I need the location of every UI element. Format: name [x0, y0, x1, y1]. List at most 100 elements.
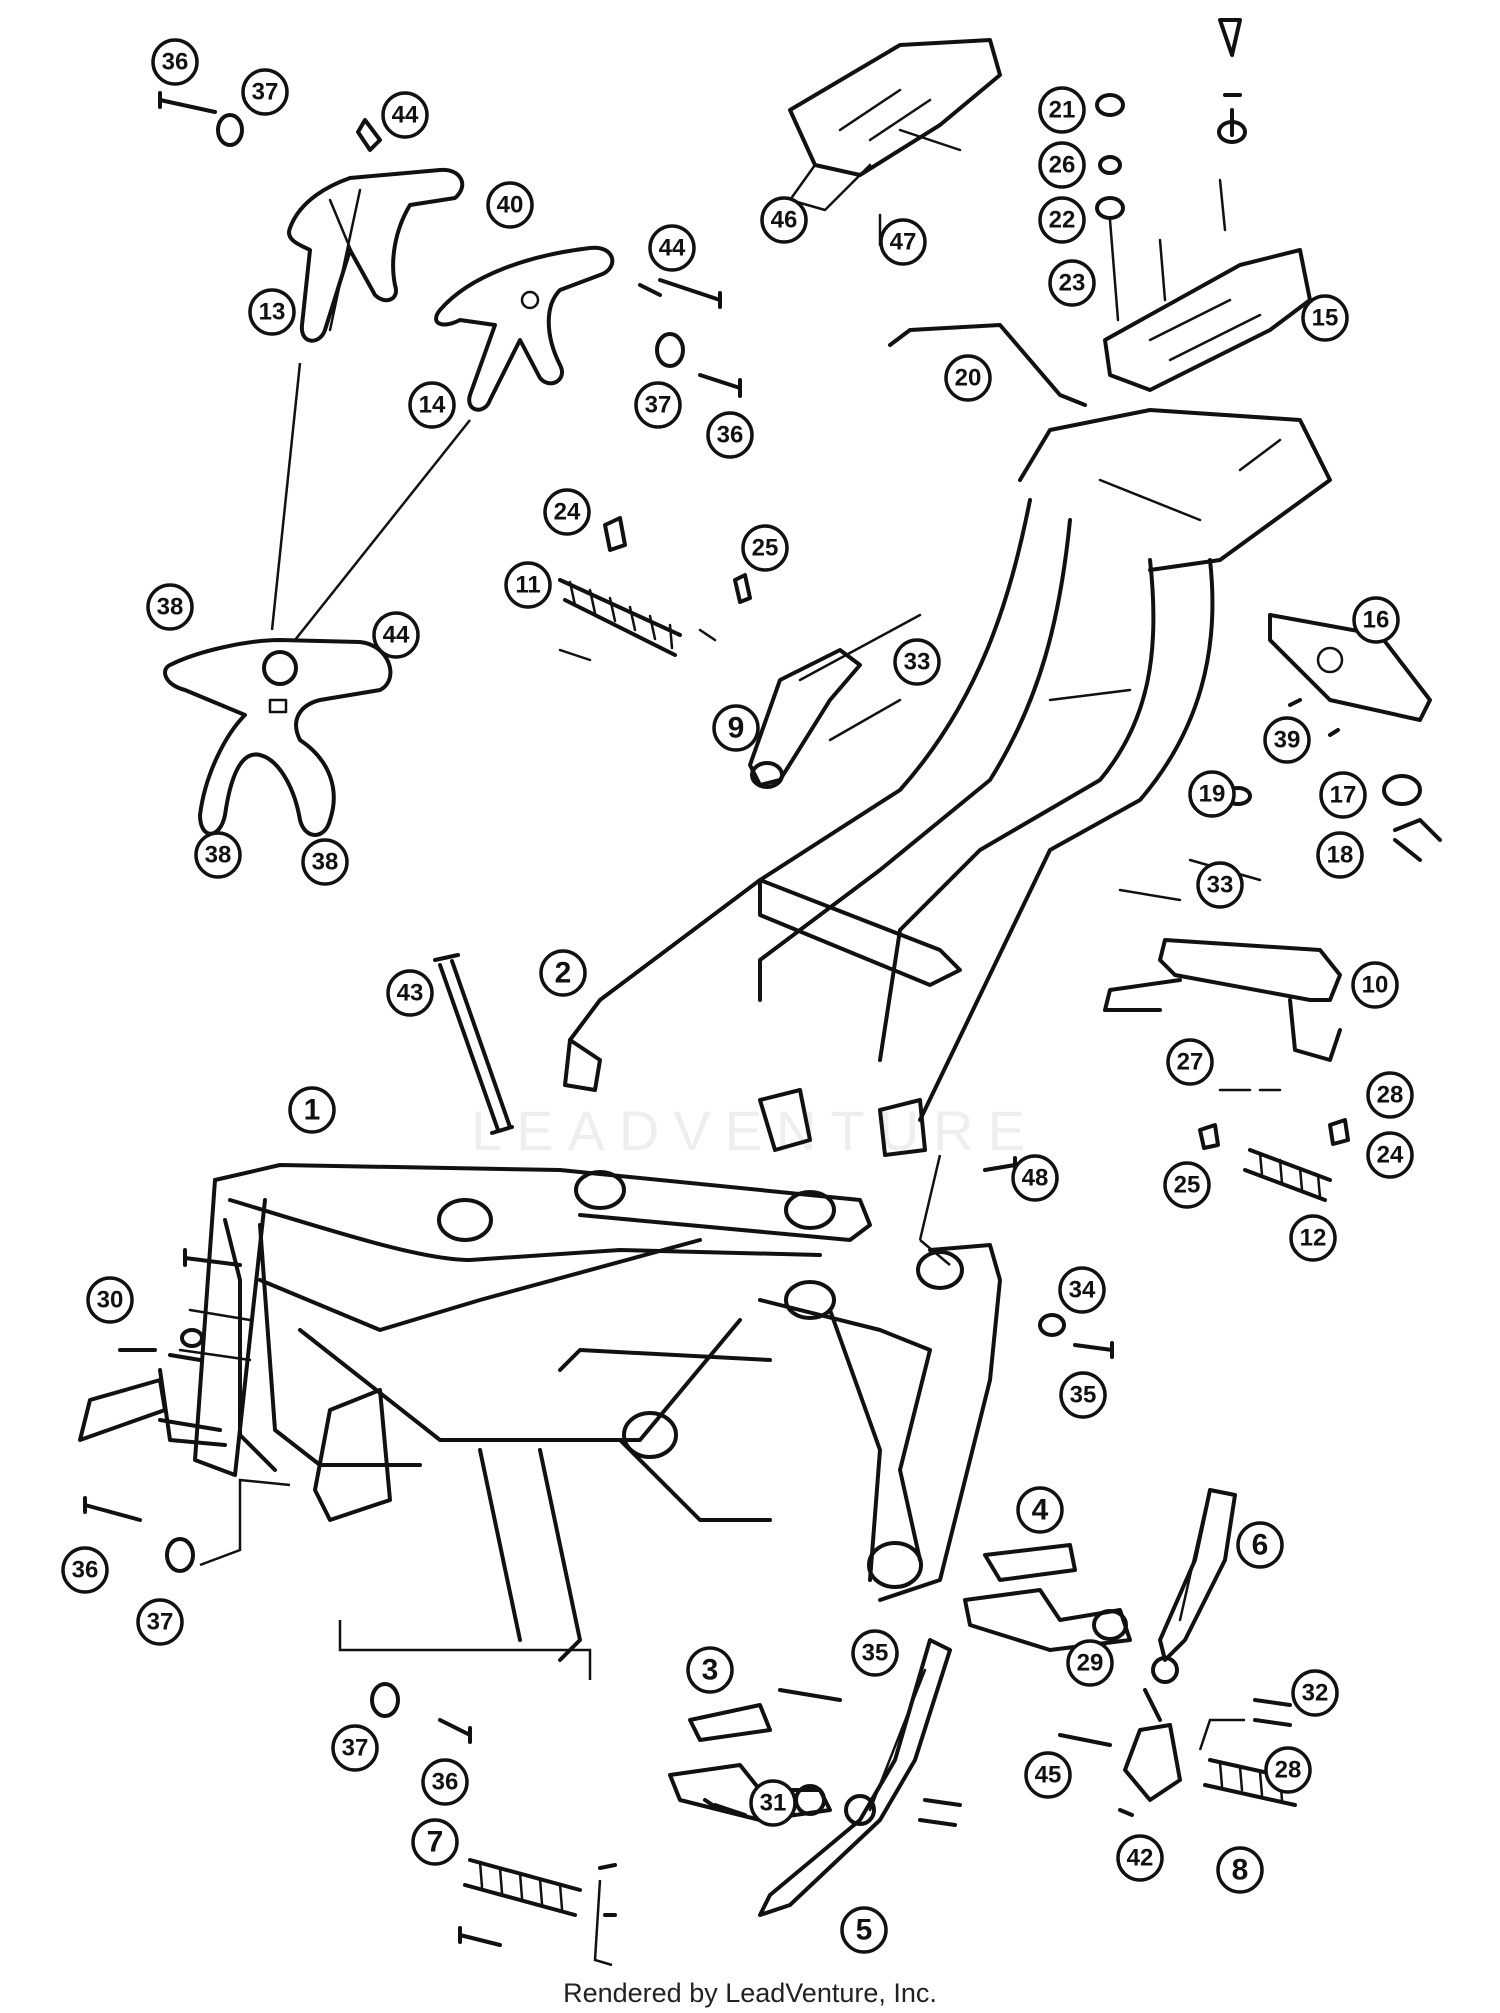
- upper-tray-46: [788, 38, 1002, 247]
- callout-40: 40: [486, 181, 534, 229]
- callout-circle: [851, 1629, 899, 1677]
- callout-circle: [1163, 1161, 1211, 1209]
- callout-label: 36: [162, 49, 189, 76]
- callout-label: 28: [1377, 1082, 1404, 1109]
- callout-label: 37: [342, 1735, 369, 1762]
- callout-6: 6: [1236, 1521, 1284, 1569]
- callout-circle: [1366, 1071, 1414, 1119]
- callout-circle: [1011, 1154, 1059, 1202]
- rod-20: [888, 323, 1087, 407]
- callout-label: 26: [1049, 152, 1076, 179]
- callout-35a: 35: [1059, 1371, 1107, 1419]
- spring-12: [1198, 1118, 1350, 1202]
- callout-44c: 44: [372, 611, 420, 659]
- callout-38b: 38: [194, 831, 242, 879]
- callout-label: 42: [1127, 1845, 1154, 1872]
- callout-circle: [749, 1779, 797, 1827]
- peg-bracket-3: [668, 1688, 842, 1822]
- callout-13: 13: [248, 288, 296, 336]
- callout-label: 31: [760, 1790, 787, 1817]
- callout-label: 24: [554, 499, 581, 526]
- callout-label: 44: [383, 622, 410, 649]
- callout-37b: 37: [634, 381, 682, 429]
- callout-circle: [686, 1646, 734, 1694]
- callout-4: 4: [1016, 1486, 1064, 1534]
- callout-circle: [840, 1906, 888, 1954]
- callout-1: 1: [288, 1086, 336, 1134]
- callout-20: 20: [944, 354, 992, 402]
- callout-circle: [1038, 196, 1086, 244]
- callout-circle: [1351, 961, 1399, 1009]
- callout-44b: 44: [648, 224, 696, 272]
- callout-32: 32: [1291, 1669, 1339, 1717]
- callout-label: 25: [1174, 1172, 1201, 1199]
- callout-circle: [386, 969, 434, 1017]
- callout-circle: [136, 1598, 184, 1646]
- callout-circle: [248, 288, 296, 336]
- callout-label: 40: [497, 192, 524, 219]
- callout-12: 12: [1289, 1214, 1337, 1262]
- callout-label: 46: [771, 207, 798, 234]
- callout-circle: [1116, 1834, 1164, 1882]
- callout-circle: [241, 68, 289, 116]
- callout-circle: [712, 704, 760, 752]
- callout-label: 44: [392, 102, 419, 129]
- callout-37c: 37: [136, 1598, 184, 1646]
- callout-circle: [151, 38, 199, 86]
- front-hardware-30: [118, 1248, 242, 1432]
- callout-circle: [648, 224, 696, 272]
- callout-circle: [1316, 831, 1364, 879]
- callout-circle: [1058, 1266, 1106, 1314]
- footrest-bracket-10: [1103, 858, 1342, 1092]
- callout-29: 29: [1066, 1639, 1114, 1687]
- callout-label: 32: [1302, 1680, 1329, 1707]
- callout-24b: 24: [1366, 1131, 1414, 1179]
- callout-circle: [504, 561, 552, 609]
- upper-bracket-14: [434, 245, 615, 412]
- callout-label: 21: [1049, 97, 1076, 124]
- t-bracket-38: [163, 638, 393, 837]
- callout-circle: [421, 1758, 469, 1806]
- callout-28a: 28: [1366, 1071, 1414, 1119]
- callout-label: 6: [1252, 1529, 1269, 1562]
- callout-label: 3: [702, 1654, 719, 1687]
- callout-47: 47: [879, 218, 927, 266]
- callout-circle: [944, 354, 992, 402]
- callout-44a: 44: [381, 91, 429, 139]
- callout-label: 13: [259, 299, 286, 326]
- callout-label: 22: [1049, 207, 1076, 234]
- callout-label: 12: [1300, 1225, 1327, 1252]
- callout-35b: 35: [851, 1629, 899, 1677]
- callout-circle: [1366, 1131, 1414, 1179]
- callout-label: 33: [904, 649, 931, 676]
- callout-17: 17: [1319, 771, 1367, 819]
- bolt-36-right: [638, 278, 742, 398]
- upper-bracket-13: [287, 167, 465, 343]
- callout-33b: 33: [1196, 861, 1244, 909]
- callout-circle: [1291, 1669, 1339, 1717]
- callout-label: 48: [1022, 1165, 1049, 1192]
- callout-25b: 25: [1163, 1161, 1211, 1209]
- callout-circle: [1188, 770, 1236, 818]
- callout-11: 11: [504, 561, 552, 609]
- callout-circle: [146, 583, 194, 631]
- callout-label: 37: [252, 79, 279, 106]
- callout-circle: [741, 524, 789, 572]
- callout-27: 27: [1166, 1038, 1214, 1086]
- peg-bracket-4: [963, 1543, 1132, 1652]
- callout-label: 36: [432, 1769, 459, 1796]
- callout-45: 45: [1024, 1751, 1072, 1799]
- callout-circle: [411, 1818, 459, 1866]
- callout-16: 16: [1352, 596, 1400, 644]
- callout-10: 10: [1351, 961, 1399, 1009]
- spring-11: [558, 516, 752, 662]
- callout-26: 26: [1038, 141, 1086, 189]
- callout-circle: [543, 488, 591, 536]
- callout-33a: 33: [893, 638, 941, 686]
- callout-label: 14: [419, 392, 446, 419]
- callout-circle: [1048, 259, 1096, 307]
- callout-circle: [1166, 1038, 1214, 1086]
- callout-label: 18: [1327, 842, 1354, 869]
- callout-22: 22: [1038, 196, 1086, 244]
